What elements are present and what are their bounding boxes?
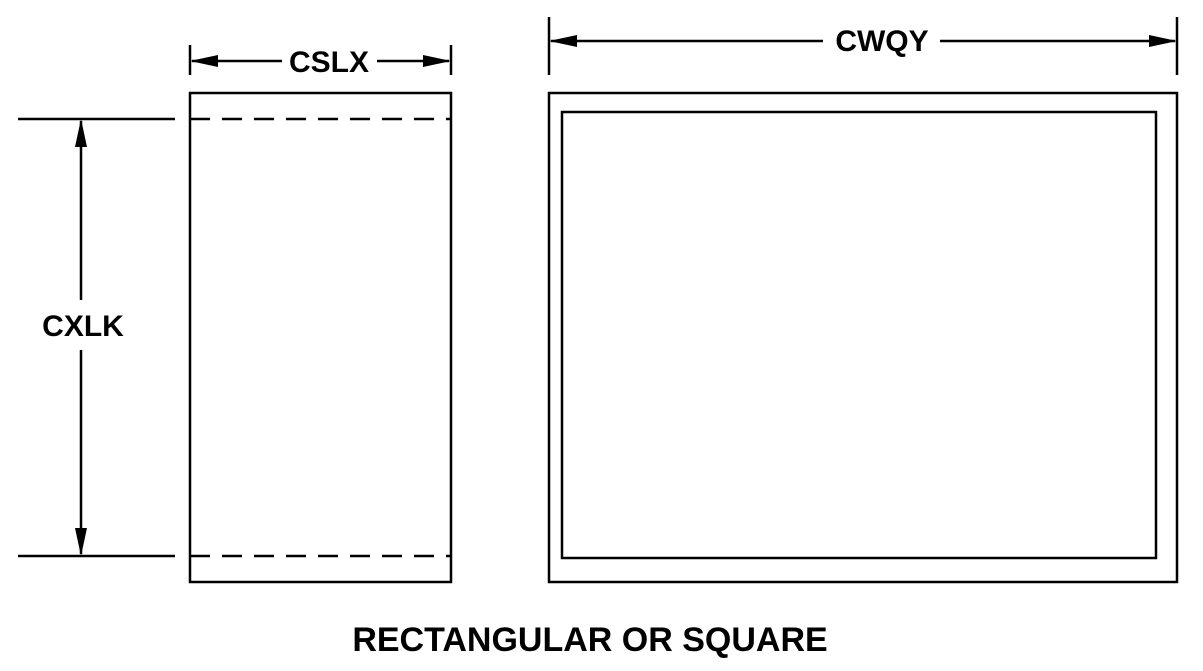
front-view bbox=[547, 91, 1179, 584]
side-height-label: CXLK bbox=[42, 310, 124, 343]
front-view-outer-outline bbox=[547, 91, 1179, 584]
diagram-caption: RECTANGULAR OR SQUARE bbox=[352, 621, 827, 659]
front-view-inner-outline bbox=[560, 110, 1158, 560]
side-view-outline bbox=[188, 91, 453, 584]
side-view bbox=[188, 91, 453, 584]
side-width-dimension: CSLX bbox=[188, 45, 453, 79]
side-width-label: CSLX bbox=[289, 46, 369, 79]
front-width-dimension: CWQY bbox=[547, 17, 1179, 75]
front-width-label: CWQY bbox=[835, 25, 928, 58]
side-height-dimension: CXLK bbox=[18, 117, 175, 558]
